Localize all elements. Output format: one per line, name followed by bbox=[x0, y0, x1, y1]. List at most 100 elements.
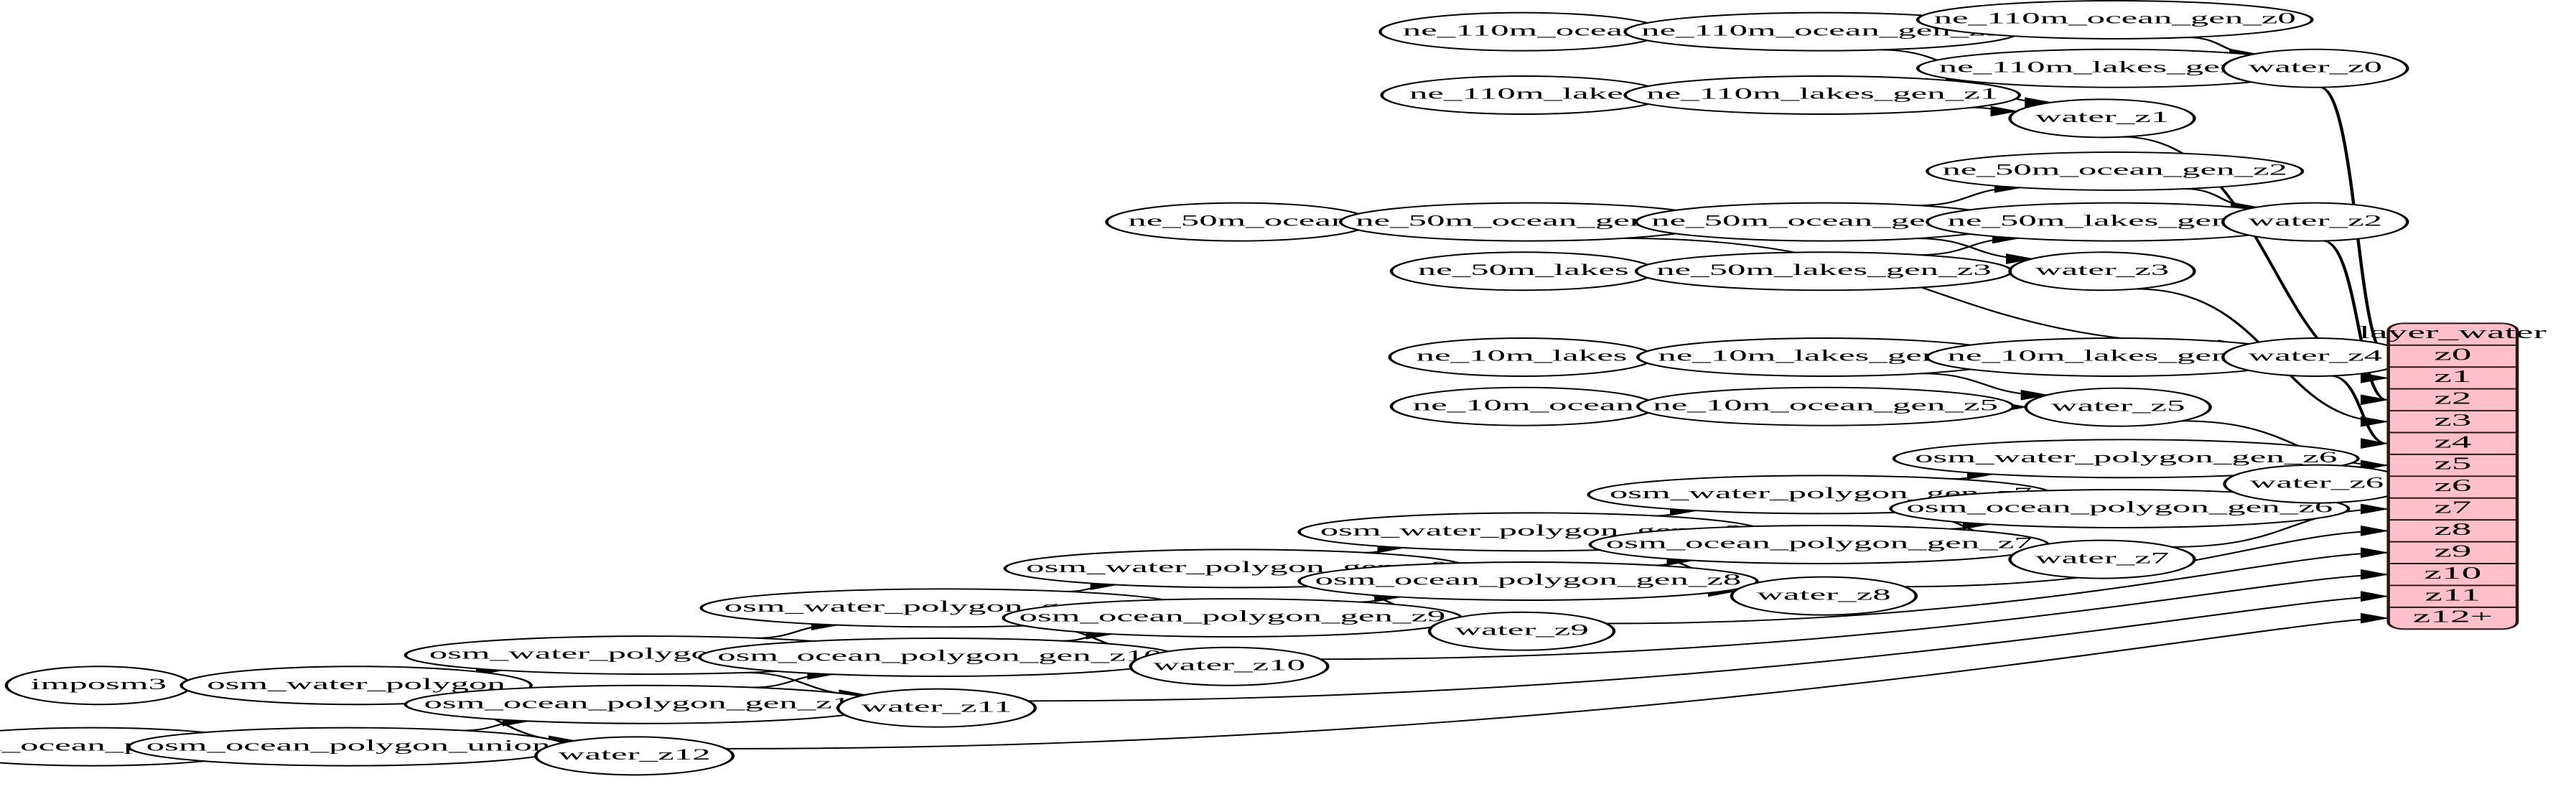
node-osm_ocean_polygon_gen_z8[interactable]: osm_ocean_polygon_gen_z8 bbox=[1297, 561, 1759, 602]
record-row-z7: z7 bbox=[2434, 498, 2471, 517]
node-label: water_z7 bbox=[2035, 548, 2170, 566]
node-ne_110m_lakes_gen_z1[interactable]: ne_110m_lakes_gen_z1 bbox=[1623, 75, 2022, 115]
node-label: water_z1 bbox=[2035, 108, 2170, 126]
node-shape bbox=[1129, 646, 1330, 686]
edge-osm_ocean_polygon_union-to-osm_ocean_polygon_gen_z11 bbox=[462, 716, 531, 732]
node-water_z11[interactable]: water_z11 bbox=[836, 688, 1037, 728]
edge-osm_water_polygon_gen_z7-to-osm_water_polygon_gen_z6 bbox=[1953, 469, 1996, 480]
node-shape bbox=[1427, 611, 1616, 651]
record-row-z2: z2 bbox=[2434, 388, 2471, 408]
node-ne_50m_lakes_gen_z3[interactable]: ne_50m_lakes_gen_z3 bbox=[1634, 251, 2013, 291]
node-water_z10[interactable]: water_z10 bbox=[1129, 646, 1330, 686]
node-shape bbox=[2008, 539, 2196, 579]
node-shape bbox=[1623, 75, 2022, 115]
node-ne_110m_ocean[interactable]: ne_110m_ocean bbox=[1378, 11, 1665, 52]
edge-water_z4-to-row-z4 bbox=[2330, 375, 2389, 449]
edge-ne_10m_lakes_gen_z5-to-water_z5 bbox=[1921, 373, 2050, 401]
record-row-z12+: z12+ bbox=[2413, 607, 2493, 626]
node-shape bbox=[2024, 387, 2212, 427]
node-ne_50m_ocean[interactable]: ne_50m_ocean bbox=[1105, 202, 1373, 242]
edge-ne_110m_ocean_gen_z0-to-water_z0 bbox=[2188, 37, 2258, 60]
node-label: ne_10m_ocean bbox=[1413, 396, 1635, 414]
node-label: osm_ocean_polygon_gen_z6 bbox=[1906, 498, 2333, 516]
node-ne_10m_lakes[interactable]: ne_10m_lakes bbox=[1388, 337, 1656, 377]
record-row-z8: z8 bbox=[2434, 520, 2471, 539]
node-label: ne_50m_ocean_gen_z2 bbox=[1942, 161, 2287, 179]
node-shape bbox=[1892, 439, 2360, 479]
node-osm_ocean_polygon_gen_z6[interactable]: osm_ocean_polygon_gen_z6 bbox=[1889, 488, 2351, 528]
edge-ne_50m_ocean_gen_z3-to-ne_50m_ocean_gen_z2 bbox=[1918, 182, 2023, 207]
record-row-z0: z0 bbox=[2434, 345, 2471, 364]
node-osm_ocean_polygon_gen_z11[interactable]: osm_ocean_polygon_gen_z11 bbox=[403, 684, 887, 724]
node-label: ne_50m_lakes_gen_z3 bbox=[1656, 261, 1992, 279]
node-water_z0[interactable]: water_z0 bbox=[2221, 48, 2409, 88]
node-label: ne_10m_ocean_gen_z5 bbox=[1653, 396, 1998, 414]
record-row-z1: z1 bbox=[2434, 367, 2471, 386]
node-label: water_z5 bbox=[2051, 396, 2185, 414]
node-ne_10m_ocean[interactable]: ne_10m_ocean bbox=[1389, 386, 1657, 426]
node-osm_ocean_polygon_union[interactable]: osm_ocean_polygon_union bbox=[127, 727, 569, 767]
node-label: water_z0 bbox=[2248, 57, 2382, 75]
edge-water_z2-to-row-z2 bbox=[2322, 240, 2389, 406]
node-shape bbox=[1926, 151, 2305, 191]
node-label: ne_10m_lakes bbox=[1417, 347, 1628, 365]
node-shape bbox=[836, 688, 1037, 728]
node-label: osm_ocean_polygon_gen_z10 bbox=[717, 647, 1162, 665]
node-ne_10m_lakes_gen_z5[interactable]: ne_10m_lakes_gen_z5 bbox=[1636, 337, 2015, 377]
node-ne_10m_ocean_gen_z5[interactable]: ne_10m_ocean_gen_z5 bbox=[1636, 386, 2015, 426]
edge-water_z7-to-row-z7 bbox=[2172, 503, 2389, 548]
node-water_z6[interactable]: water_z6 bbox=[2223, 464, 2411, 504]
node-water_z5[interactable]: water_z5 bbox=[2024, 387, 2212, 427]
node-water_z4[interactable]: water_z4 bbox=[2221, 337, 2409, 377]
node-water_z3[interactable]: water_z3 bbox=[2008, 251, 2196, 291]
node-osm_ocean_polygon_gen_z9[interactable]: osm_ocean_polygon_gen_z9 bbox=[1002, 598, 1463, 638]
edge-osm_ocean_polygon_gen_z11-to-osm_ocean_polygon_gen_z10 bbox=[752, 668, 836, 688]
node-label: osm_ocean_polygon_gen_z9 bbox=[1019, 607, 1446, 625]
record-row-z9: z9 bbox=[2434, 541, 2471, 561]
edge-water_z11-to-row-z11 bbox=[1028, 591, 2389, 702]
node-label: water_z11 bbox=[861, 697, 1012, 715]
edge-osm_water_polygon_gen_z10-to-osm_water_polygon_gen_z9 bbox=[1066, 579, 1119, 592]
node-water_z7[interactable]: water_z7 bbox=[2008, 539, 2196, 579]
node-ne_50m_lakes[interactable]: ne_50m_lakes bbox=[1389, 251, 1657, 291]
node-osm_water_polygon_gen_z6[interactable]: osm_water_polygon_gen_z6 bbox=[1892, 439, 2360, 479]
edge-water_z12-to-row-z12+ bbox=[725, 612, 2389, 750]
record-row-z3: z3 bbox=[2434, 411, 2471, 430]
node-water_z12[interactable]: water_z12 bbox=[534, 736, 735, 776]
node-label: ne_110m_ocean bbox=[1403, 21, 1641, 39]
node-label: water_z8 bbox=[1757, 585, 1891, 603]
node-label: ne_110m_ocean_gen_z0 bbox=[1934, 9, 2296, 27]
node-label: imposm3 bbox=[31, 675, 167, 693]
node-label: water_z6 bbox=[2250, 473, 2384, 491]
node-ne_50m_ocean_gen_z2[interactable]: ne_50m_ocean_gen_z2 bbox=[1926, 151, 2305, 191]
node-osm_ocean_polygon_gen_z10[interactable]: osm_ocean_polygon_gen_z10 bbox=[698, 638, 1182, 677]
node-shape bbox=[1297, 561, 1759, 602]
node-water_z2[interactable]: water_z2 bbox=[2221, 202, 2409, 242]
node-water_z1[interactable]: water_z1 bbox=[2008, 98, 2196, 139]
edge-water_z9-to-row-z9 bbox=[1606, 547, 2389, 625]
node-label: osm_water_polygon bbox=[207, 675, 505, 693]
node-water_z9[interactable]: water_z9 bbox=[1427, 611, 1616, 651]
node-imposm3[interactable]: imposm3 bbox=[4, 666, 192, 706]
node-shape bbox=[1636, 386, 2015, 426]
node-label: osm_ocean_polygon_gen_z11 bbox=[424, 694, 867, 711]
record-row-z10: z10 bbox=[2424, 564, 2481, 583]
node-shape bbox=[534, 736, 735, 776]
layer-water-record[interactable]: layer_waterz0z1z2z3z4z5z6z7z8z9z10z11z12… bbox=[2359, 322, 2547, 630]
node-ne_110m_lakes[interactable]: ne_110m_lakes bbox=[1380, 75, 1667, 115]
record-header-label: layer_water bbox=[2359, 323, 2547, 342]
node-ne_50m_lakes_gen_z2[interactable]: ne_50m_lakes_gen_z2 bbox=[1926, 202, 2305, 242]
node-shape bbox=[1915, 0, 2314, 39]
edge-ne_110m_lakes_gen_z1-to-water_z1 bbox=[1971, 106, 2020, 117]
node-ne_110m_ocean_gen_z0[interactable]: ne_110m_ocean_gen_z0 bbox=[1915, 0, 2314, 39]
edge-water_z5-to-row-z5 bbox=[2181, 420, 2389, 471]
node-water_z8[interactable]: water_z8 bbox=[1730, 576, 1918, 616]
record-row-z5: z5 bbox=[2434, 454, 2471, 474]
node-osm_ocean_polygon_gen_z7[interactable]: osm_ocean_polygon_gen_z7 bbox=[1588, 525, 2050, 564]
node-label: ne_50m_lakes bbox=[1418, 261, 1629, 279]
node-label: ne_110m_lakes bbox=[1409, 85, 1638, 103]
record-row-z6: z6 bbox=[2434, 476, 2471, 495]
node-label: ne_110m_lakes_gen_z1 bbox=[1646, 85, 1998, 103]
